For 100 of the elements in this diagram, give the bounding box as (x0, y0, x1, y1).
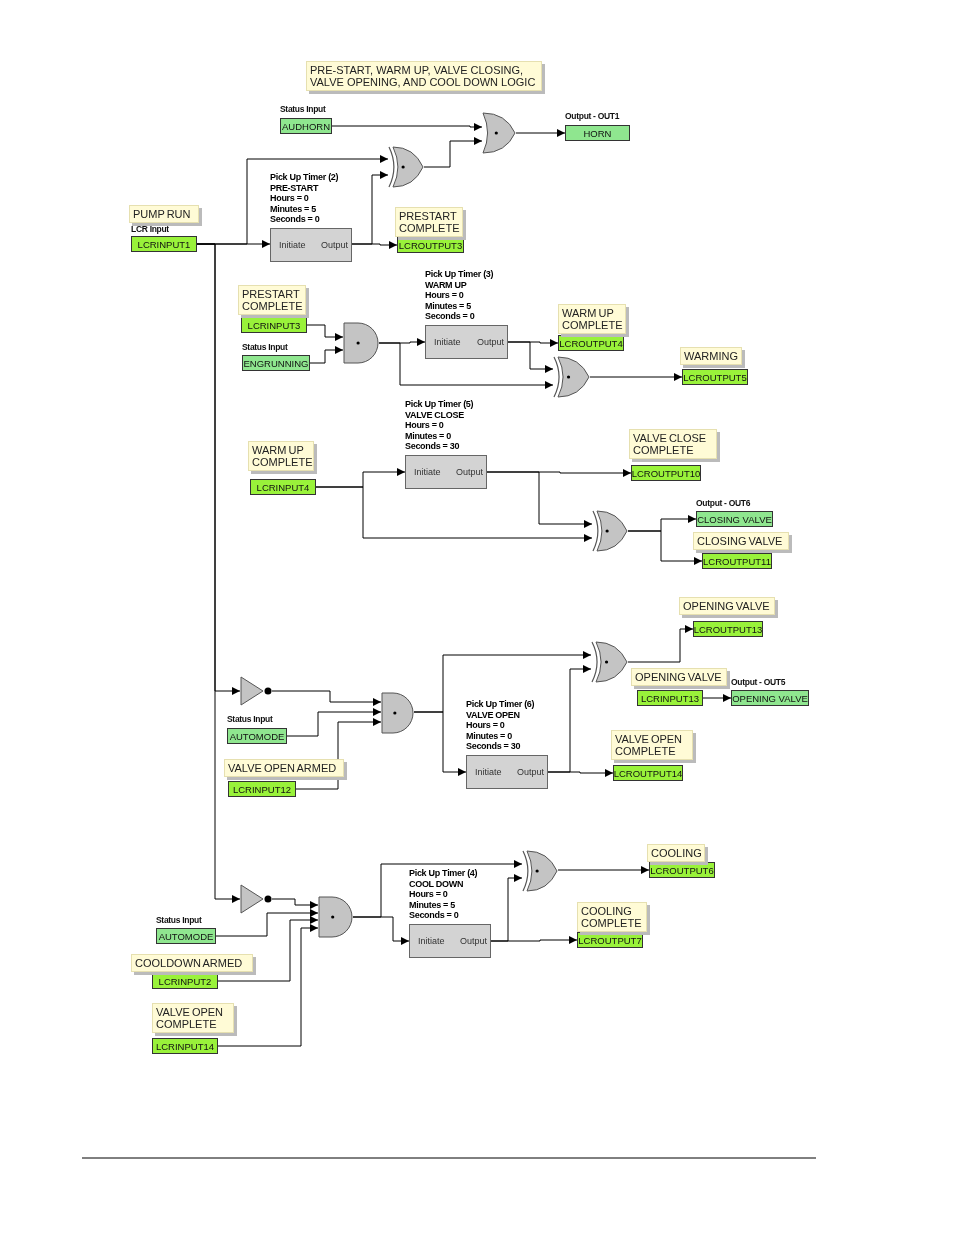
signal-wire (486, 471, 593, 528)
status-tag: AUTOMODE (227, 728, 287, 744)
signal-wire (490, 936, 578, 944)
signal-wire (378, 342, 554, 389)
signal-note: COOLING (647, 844, 705, 862)
signal-note: WARM UP COMPLETE (558, 304, 626, 334)
signal-wire (627, 530, 703, 565)
signal-wire (271, 690, 382, 706)
status-tag: OPENING VALVE (731, 690, 809, 706)
timer-setting-label: Hours = 0 (405, 420, 444, 431)
timer-setting-label: WARM UP (425, 279, 467, 290)
signal-wire (702, 694, 732, 702)
signal-caption: Output - OUT6 (696, 498, 751, 508)
port-label: Output (476, 337, 504, 347)
port-label: Initiate (434, 337, 461, 347)
or-gate (482, 112, 516, 154)
signal-note: VALVE CLOSE COMPLETE (629, 429, 717, 459)
timer-setting-label: Hours = 0 (409, 889, 448, 900)
port-label: Initiate (414, 467, 441, 477)
xor-gate (522, 850, 558, 892)
timer-setting-label: Pick Up Timer (6) (466, 699, 535, 710)
signal-wire (557, 866, 650, 874)
signal-wire (215, 909, 319, 937)
timer-setting-label: Seconds = 0 (425, 311, 475, 322)
io-tag: LCROUTPUT13 (693, 621, 763, 637)
timer-setting-label: Pick Up Timer (4) (409, 868, 478, 879)
port-label: Output (320, 240, 348, 250)
not-gate (240, 676, 272, 706)
timer-setting-label: PRE-START (270, 182, 319, 193)
and-gate (318, 896, 353, 938)
io-tag: LCRINPUT1 (131, 236, 197, 252)
port-label: Initiate (418, 936, 445, 946)
signal-note: PRESTART COMPLETE (395, 207, 463, 237)
xor-gate (592, 510, 628, 552)
signal-wire (352, 916, 410, 945)
timer-setting-label: Seconds = 30 (466, 741, 521, 752)
signal-wire (315, 486, 593, 542)
signal-caption: Output - OUT1 (565, 111, 620, 121)
port-label: Output (459, 936, 487, 946)
signal-wire (413, 711, 467, 776)
timer-setting-label: Hours = 0 (270, 193, 309, 204)
timer-setting-label: COOL DOWN (409, 878, 464, 889)
status-tag: AUTOMODE (156, 928, 216, 944)
io-tag: LCRINPUT13 (637, 690, 703, 706)
signal-note: PUMP RUN (129, 205, 199, 223)
signal-wire (547, 769, 614, 777)
signal-wire (286, 708, 382, 737)
io-tag: LCROUTPUT11 (702, 553, 772, 569)
xor-gate (388, 146, 424, 188)
signal-note: OPENING VALVE (631, 668, 727, 686)
signal-caption: Status Input (156, 915, 202, 925)
port-label: Output (455, 467, 483, 477)
timer-setting-label: Minutes = 0 (405, 430, 451, 441)
xor-gate (553, 356, 590, 398)
io-tag: LCROUTPUT5 (682, 369, 748, 385)
not-gate (240, 884, 272, 914)
signal-note: VALVE OPEN ARMED (224, 759, 344, 777)
signal-wire (423, 137, 483, 168)
port-label: Output (516, 767, 544, 777)
signal-caption: Status Input (242, 342, 288, 352)
signal-wire (196, 243, 241, 903)
signal-caption: Status Input (227, 714, 273, 724)
and-gate (381, 692, 414, 734)
port-label: Initiate (279, 240, 306, 250)
signal-wire (309, 346, 344, 364)
timer-setting-label: VALVE OPEN (466, 709, 520, 720)
signal-note: VALVE OPEN COMPLETE (611, 730, 693, 760)
signal-wire (217, 924, 319, 1047)
signal-caption: LCR Input (131, 224, 169, 234)
timer-setting-label: Hours = 0 (466, 720, 505, 731)
timer-setting-label: Seconds = 0 (409, 910, 459, 921)
signal-note: PRESTART COMPLETE (238, 285, 306, 315)
title-note: PRE-START, WARM UP, VALVE CLOSING, VALVE OPENING, AND COOL DOWN LOGIC (306, 61, 542, 91)
signal-note: COOLING COMPLETE (577, 902, 647, 932)
and-gate (343, 322, 379, 364)
status-tag: HORN (565, 125, 630, 141)
timer-setting-label: Hours = 0 (425, 290, 464, 301)
timer-setting-label: Minutes = 5 (270, 203, 316, 214)
timer-setting-label: Minutes = 5 (425, 300, 471, 311)
io-tag: LCROUTPUT14 (613, 765, 683, 781)
signal-note: WARMING (680, 347, 742, 365)
signal-wire (331, 123, 483, 131)
status-tag: CLOSING VALVE (696, 511, 773, 527)
signal-note: COOLDOWN ARMED (131, 954, 253, 972)
signal-note: VALVE OPEN COMPLETE (152, 1003, 234, 1033)
timer-setting-label: VALVE CLOSE (405, 409, 464, 420)
signal-wire (515, 129, 566, 137)
signal-wire (589, 373, 683, 381)
timer-setting-label: Minutes = 0 (466, 730, 512, 741)
timer-setting-label: Pick Up Timer (2) (270, 172, 339, 183)
signal-wire (217, 916, 319, 982)
io-tag: LCRINPUT4 (250, 479, 316, 495)
io-tag: LCROUTPUT10 (631, 465, 701, 481)
signal-caption: Output - OUT5 (731, 677, 786, 687)
timer-setting-label: Pick Up Timer (5) (405, 399, 474, 410)
signal-note: OPENING VALVE (679, 597, 775, 615)
io-tag: LCRINPUT12 (228, 781, 296, 797)
signal-note: WARM UP COMPLETE (248, 441, 314, 471)
timer-setting-label: Seconds = 0 (270, 214, 320, 225)
timer-setting-label: Pick Up Timer (3) (425, 269, 494, 280)
